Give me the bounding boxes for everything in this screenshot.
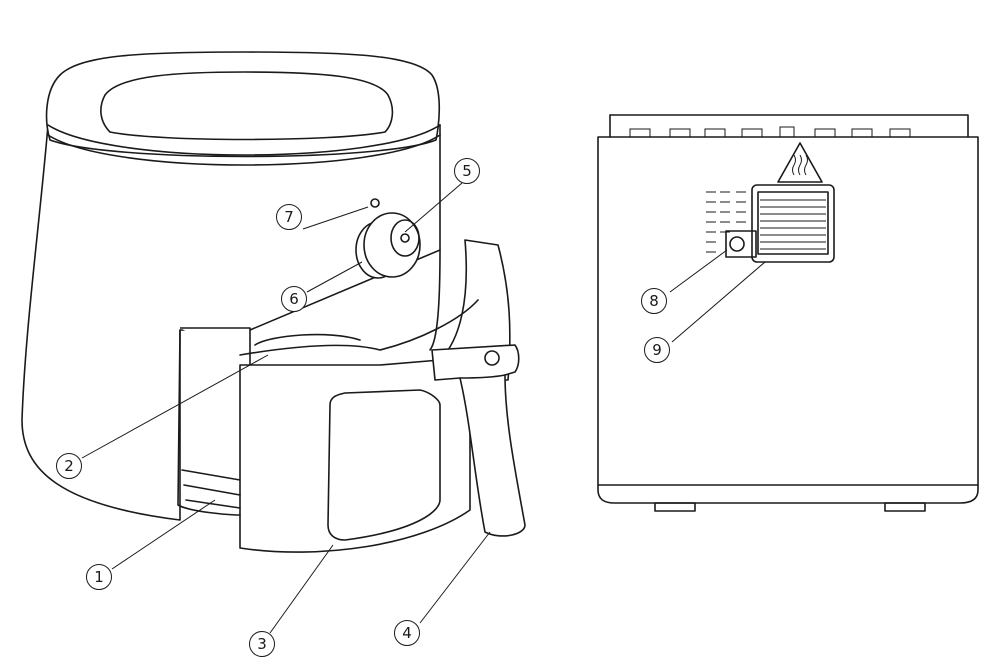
callout-6: 6 (281, 286, 307, 312)
air-vent-slots (706, 191, 746, 253)
callout-1: 1 (86, 564, 112, 590)
lid (45, 51, 441, 158)
air-fryer-front-view (21, 51, 526, 553)
rear-body (597, 136, 979, 504)
release-button (484, 350, 500, 366)
air-fryer-rear-view (597, 114, 979, 512)
callout-4: 4 (394, 620, 420, 646)
power-socket (725, 230, 757, 258)
basket-handle (431, 344, 526, 537)
callout-5: 5 (454, 158, 480, 184)
air-outlet (751, 184, 835, 263)
basket-window (327, 389, 441, 541)
callout-2: 2 (56, 453, 82, 479)
main-body (21, 124, 441, 521)
basket-drawer (180, 239, 511, 553)
control-dial (355, 212, 421, 279)
callout-8: 8 (641, 288, 667, 314)
callout-3: 3 (249, 631, 275, 657)
callout-7: 7 (276, 204, 302, 230)
callout-9: 9 (644, 337, 670, 363)
leader-lines (81, 182, 766, 634)
indicator-light (370, 198, 380, 208)
hot-surface-icon (777, 142, 823, 183)
